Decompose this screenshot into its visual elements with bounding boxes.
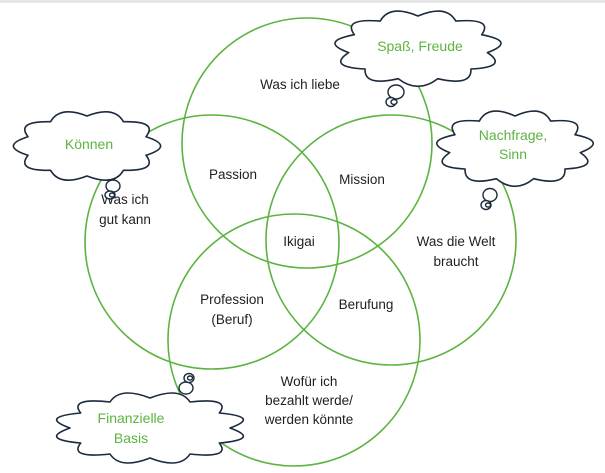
cloud-outline	[436, 110, 594, 188]
cloud-text-koennen: Können	[65, 136, 113, 152]
cloud-text-nachfrage-line2: Sinn	[499, 146, 527, 162]
thought-cloud-finanzielle-basis	[56, 372, 244, 464]
label-wofuer-line3: werden könnte	[264, 412, 354, 427]
label-passion: Passion	[209, 167, 257, 182]
label-was-die-welt-braucht-line1: Was die Welt	[417, 234, 496, 249]
label-wofuer-line1: Wofür ich	[281, 374, 338, 389]
cloud-text-finanzielle-line2: Basis	[114, 430, 148, 446]
label-was-die-welt-braucht-line2: braucht	[433, 254, 478, 269]
cloud-text-finanzielle-line1: Finanzielle	[98, 410, 165, 426]
venn-circles	[84, 17, 517, 467]
thought-bubble-dot	[108, 192, 116, 198]
cloud-outline	[56, 392, 244, 464]
thought-bubble-dot	[482, 187, 498, 203]
thought-cloud-nachfrage-sinn	[436, 110, 594, 211]
thought-bubble-dot	[178, 381, 194, 395]
label-berufung: Berufung	[339, 297, 394, 312]
cloud-outline	[334, 10, 502, 88]
label-wofuer-line2: bezahlt werde/	[265, 393, 353, 408]
thought-bubble-dot	[387, 84, 405, 100]
thought-bubble-dot	[484, 202, 492, 208]
circle-was-ich-liebe	[181, 17, 433, 269]
circle-was-ich-gut-kann	[84, 114, 340, 370]
label-profession-line2: (Beruf)	[211, 312, 252, 327]
thought-bubble-dot	[105, 179, 121, 193]
label-mission: Mission	[339, 172, 385, 187]
top-border-strip	[0, 0, 605, 3]
thought-bubble-dot	[390, 98, 398, 106]
cloud-outline	[12, 111, 162, 181]
cloud-text-spass-freude: Spaß, Freude	[377, 38, 463, 54]
thought-cloud-koennen	[12, 111, 162, 200]
label-was-ich-liebe: Was ich liebe	[260, 77, 340, 92]
cloud-text-nachfrage-line1: Nachfrage,	[479, 127, 547, 143]
label-profession-line1: Profession	[200, 292, 264, 307]
circle-was-die-welt-braucht	[265, 114, 517, 366]
thought-bubble-dot	[186, 375, 194, 381]
label-ikigai: Ikigai	[283, 234, 315, 249]
label-was-ich-gut-kann-line2: gut kann	[99, 212, 151, 227]
circle-wofuer-ich-bezahlt-werde	[167, 213, 421, 467]
thought-cloud-spass-freude	[334, 10, 502, 108]
